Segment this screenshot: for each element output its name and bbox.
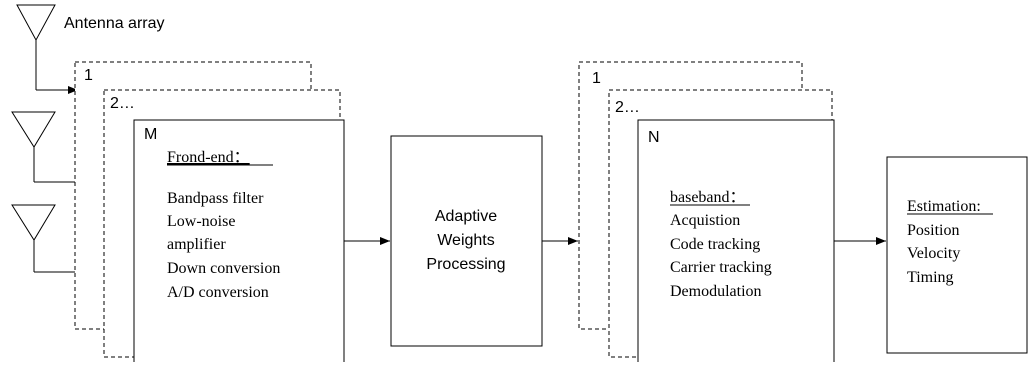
frontend-layer-m — [133, 119, 345, 367]
antenna-array-label: Antenna array — [64, 15, 165, 32]
frontend-line-3: amplifier — [167, 236, 226, 253]
frontend-layer-2-label: 2… — [110, 95, 135, 112]
frontend-line-2: Low-noise — [167, 213, 235, 230]
frontend-layer-1-label: 1 — [84, 67, 93, 84]
baseband-layer-1-label: 1 — [592, 70, 601, 87]
frontend-line-4: Down conversion — [167, 260, 280, 277]
frontend-heading: Frond-end： — [167, 149, 250, 166]
baseband-layer-2-label: 2… — [615, 99, 640, 116]
weights-line-2: Weights — [437, 232, 495, 249]
baseband-layer-n — [637, 119, 835, 367]
frontend-layer-m-label: M — [144, 126, 157, 143]
baseband-layer-n-label: N — [648, 129, 660, 146]
frontend-line-1: Bandpass filter — [167, 190, 264, 207]
baseband-heading: baseband： — [670, 189, 746, 206]
weights-line-3: Processing — [426, 256, 505, 273]
estimation-heading: Estimation: — [907, 198, 981, 215]
estimation-block — [886, 156, 1028, 354]
baseband-line-2: Code tracking — [670, 236, 760, 253]
baseband-line-3: Carrier tracking — [670, 259, 772, 276]
weights-line-1: Adaptive — [435, 208, 497, 225]
estimation-line-2: Velocity — [907, 245, 960, 262]
antenna-1 — [16, 4, 78, 94]
baseband-line-4: Demodulation — [670, 283, 762, 300]
frontend-line-5: A/D conversion — [167, 284, 269, 301]
estimation-line-1: Position — [907, 222, 959, 239]
estimation-line-3: Timing — [907, 269, 954, 286]
baseband-line-1: Acquistion — [670, 212, 740, 229]
